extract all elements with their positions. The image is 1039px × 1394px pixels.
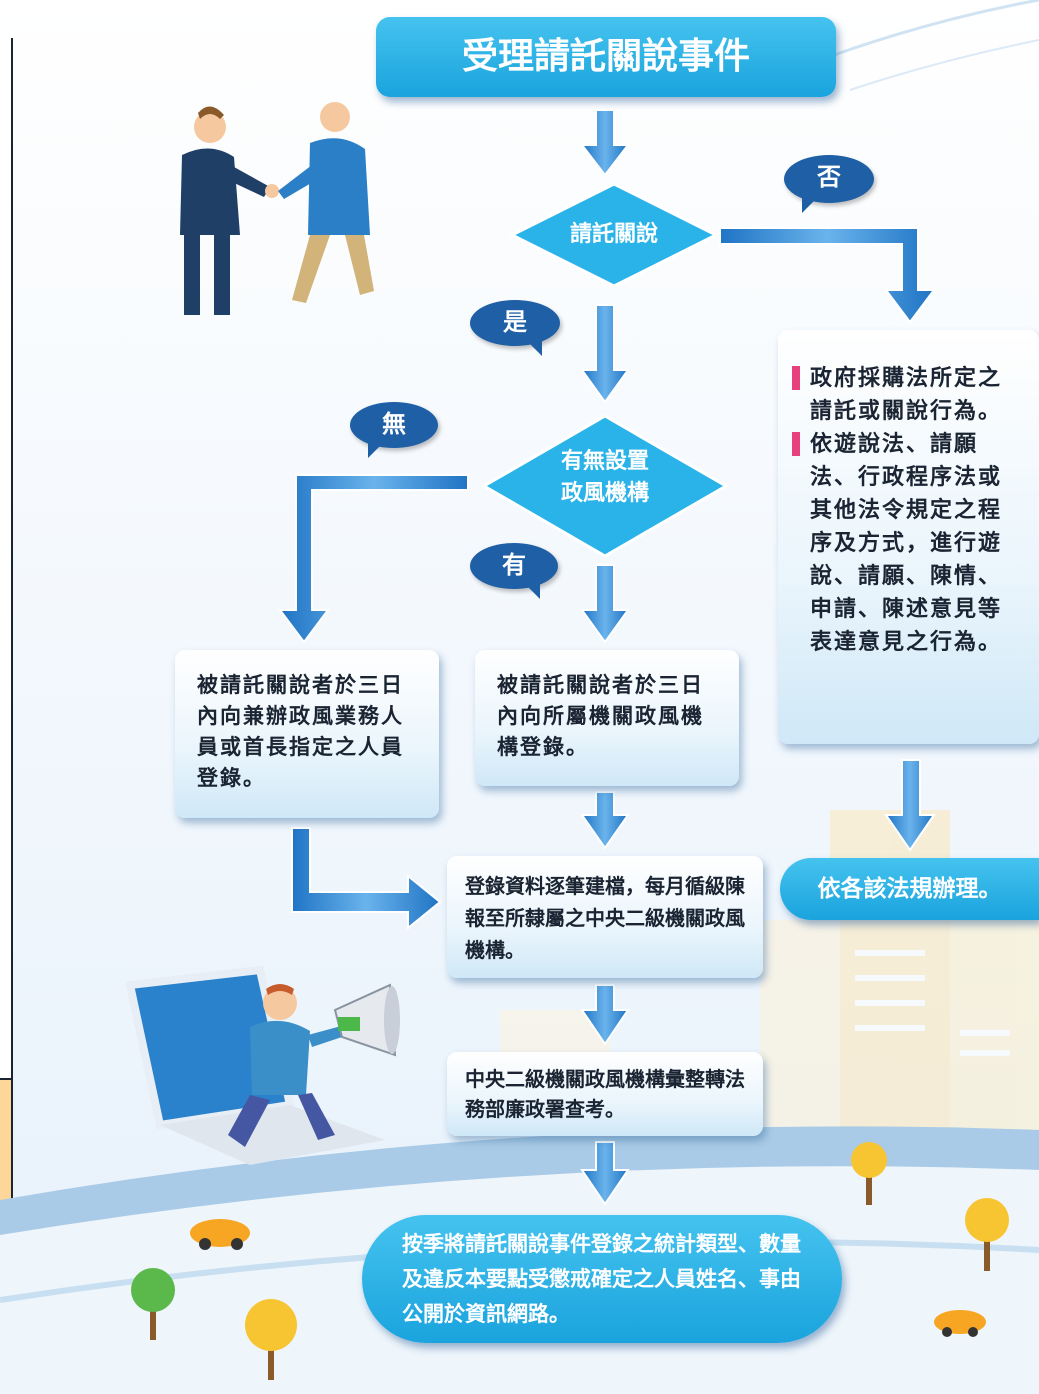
central-text: 中央二級機關政風機構彙整轉法務部廉政署查考。	[465, 1067, 745, 1121]
decision1-label: 請託關說	[569, 222, 658, 247]
right-result-text: 依各該法規辦理。	[817, 876, 1002, 902]
arrow-central-to-publish	[580, 1141, 630, 1206]
arrow-yes-down	[580, 304, 630, 404]
publish-text: 按季將請託關說事件登錄之統計類型、數量及違反本要點受懲戒確定之人員姓名、事由公開…	[402, 1232, 801, 1326]
label-has-bubble: 有	[470, 543, 558, 599]
businessman-right-icon	[278, 102, 374, 303]
laptop-icon	[125, 965, 385, 1165]
right-item-1: 政府採購法所定之請託或關說行為。	[792, 362, 1023, 428]
right-result-box: 依各該法規辦理。	[780, 858, 1039, 920]
bullet-mark	[792, 432, 800, 456]
laptop-man-illustration	[125, 965, 400, 1165]
arrow-no-right	[719, 227, 936, 324]
left-page-edge	[0, 38, 13, 1078]
decision1-diamond	[508, 182, 720, 288]
box-left-no-agency: 被請託關說者於三日內向兼辦政風業務人員或首長指定之人員登錄。	[175, 650, 439, 818]
arrow-middle-to-archive	[580, 791, 630, 850]
right-item-2: 依遊說法、請願法、行政程序法或其他法令規定之程序及方式，進行遊說、請願、陳情、申…	[792, 428, 1023, 659]
decision2-diamond	[481, 414, 729, 558]
label-no-bubble: 否	[784, 155, 874, 213]
box-right-exceptions: 政府採購法所定之請託或關說行為。 依遊說法、請願法、行政程序法或其他法令規定之程…	[778, 330, 1039, 744]
start-label: 受理請託關說事件	[461, 36, 750, 77]
tree-yellow-3	[965, 1198, 1009, 1271]
businessman-left-icon	[180, 106, 279, 315]
arrow-has-down	[580, 564, 630, 644]
bullet-mark	[792, 366, 800, 390]
box-left-text: 被請託關說者於三日內向兼辦政風業務人員或首長指定之人員登錄。	[197, 673, 404, 790]
tree-left	[131, 1268, 175, 1340]
man-megaphone-icon	[228, 983, 400, 1147]
start-box: 受理請託關說事件	[376, 17, 836, 97]
arrow-left-to-archive	[291, 827, 442, 931]
right-item2-text: 依遊說法、請願法、行政程序法或其他法令規定之程序及方式，進行遊說、請願、陳情、申…	[810, 432, 1003, 655]
box-middle-text: 被請託關說者於三日內向所屬機關政風機構登錄。	[497, 673, 704, 759]
arrow-start-to-decision1	[579, 109, 631, 177]
box-middle-has-agency: 被請託關說者於三日內向所屬機關政風機構登錄。	[475, 650, 739, 786]
label-has: 有	[502, 551, 526, 579]
label-yes-bubble: 是	[470, 300, 560, 356]
label-none: 無	[382, 410, 406, 438]
arrow-right-to-result	[884, 759, 936, 852]
box-central: 中央二級機關政風機構彙整轉法務部廉政署查考。	[447, 1052, 763, 1136]
right-item1-text: 政府採購法所定之請託或關說行為。	[810, 366, 1003, 424]
swoosh-lines	[819, 0, 1039, 62]
arrow-none-left	[278, 474, 469, 644]
decision2-line1: 有無設置	[560, 449, 649, 474]
decision2-label: 有無設置 政風機構	[480, 446, 730, 510]
box-archive: 登錄資料逐筆建檔，每月循級陳報至所隸屬之中央二級機關政風機構。	[447, 856, 763, 978]
box-publish: 按季將請託關說事件登錄之統計類型、數量及違反本要點受懲戒確定之人員姓名、事由公開…	[362, 1215, 842, 1343]
tree-yellow-2	[851, 1142, 887, 1205]
arrow-archive-to-central	[580, 984, 630, 1046]
handshake-illustration	[180, 102, 374, 315]
tree-yellow-1	[245, 1299, 297, 1380]
label-yes: 是	[503, 308, 527, 336]
archive-text: 登錄資料逐筆建檔，每月循級陳報至所隸屬之中央二級機關政風機構。	[465, 874, 745, 962]
decision2-line2: 政風機構	[560, 481, 649, 506]
label-no: 否	[817, 163, 841, 191]
label-none-bubble: 無	[350, 402, 438, 458]
